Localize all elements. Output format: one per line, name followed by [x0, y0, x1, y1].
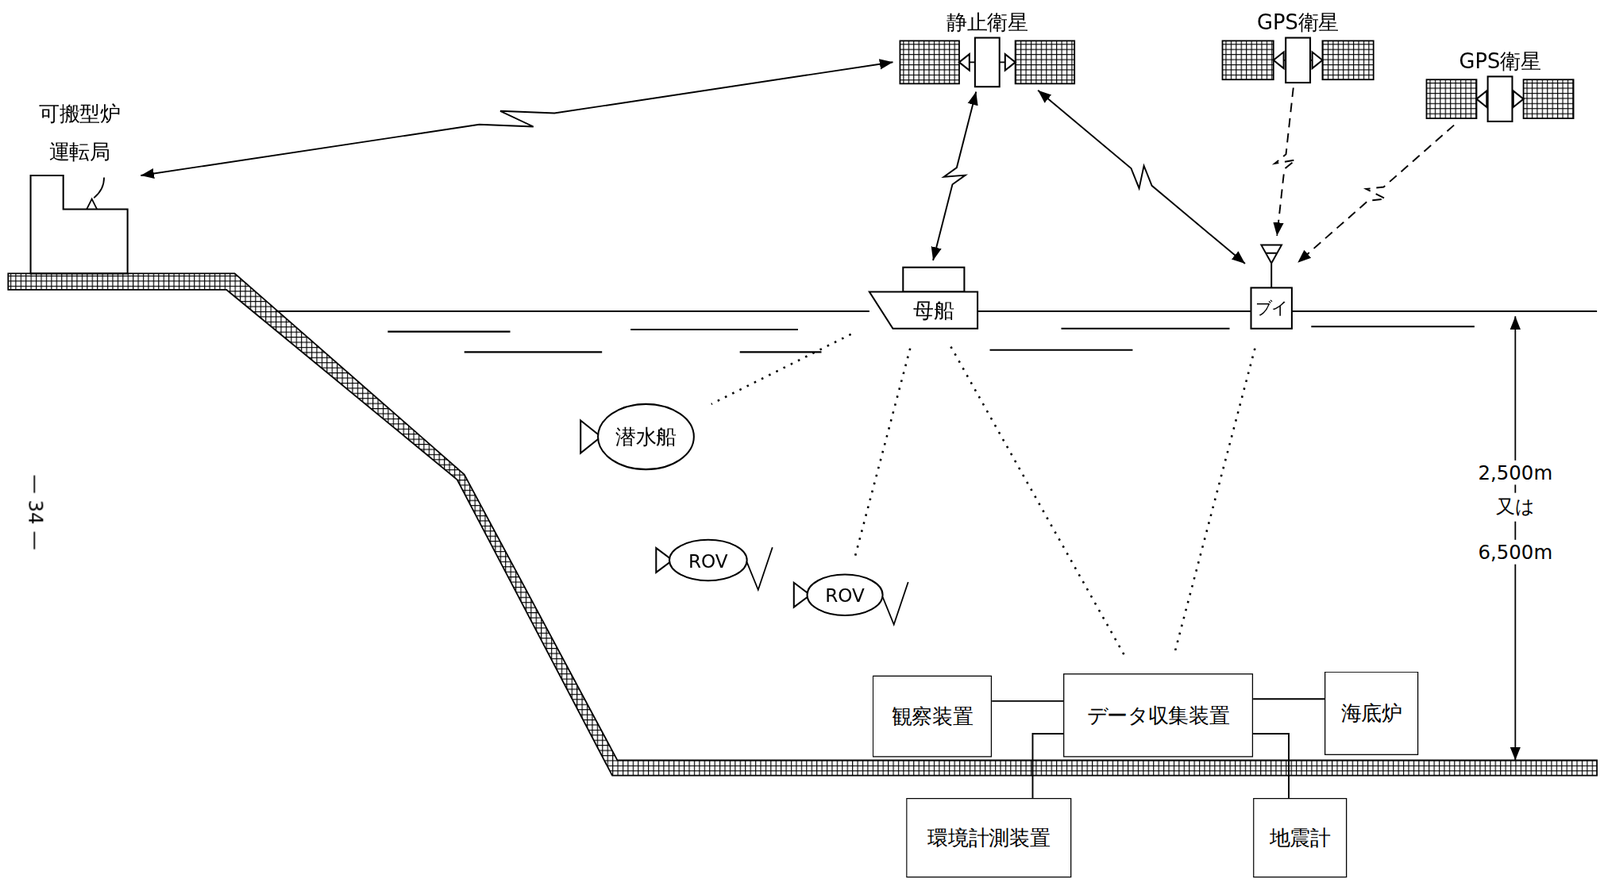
depth-label: 6,500m [1473, 539, 1557, 565]
text-area: ROV [805, 573, 884, 617]
sat-node: GPS衛星 [1220, 7, 1376, 84]
cable-line [991, 700, 1064, 702]
acoustic-link [1173, 348, 1255, 656]
buoy-node: ブイ [1249, 240, 1295, 331]
equipment-box: 観察装置 [872, 675, 992, 758]
node-label: 潜水船 [615, 423, 677, 452]
radio-link [1297, 125, 1454, 263]
acoustic-link [711, 334, 852, 405]
node-label: 地震計 [1269, 824, 1331, 853]
text-area: ROV [668, 539, 748, 583]
node-label: 観察装置 [891, 702, 974, 731]
depth-label: 2,500m [1473, 460, 1557, 486]
node-label: ブイ [1255, 297, 1288, 320]
cable-line [1253, 733, 1289, 799]
radio-link [140, 61, 893, 176]
text-area: データ収集装置 [1064, 674, 1252, 756]
rov-node: ROV [668, 539, 748, 583]
acoustic-link [950, 346, 1126, 658]
node-label: データ収集装置 [1087, 701, 1230, 729]
depth-label: 又は [1492, 493, 1539, 522]
depth-dimension [1515, 316, 1516, 760]
equipment-box: 海底炉 [1324, 671, 1419, 756]
page-number: — 34 — [23, 470, 49, 555]
text-area: 地震計 [1253, 798, 1346, 877]
building-node: 可搬型炉 運転局 [22, 93, 137, 276]
radio-link [1037, 90, 1246, 264]
sat-node: 静止衛星 [898, 7, 1077, 88]
node-label: 母船 [913, 296, 954, 324]
ship-node: 母船 [867, 265, 980, 331]
ground-section [7, 273, 1597, 775]
text-area: 海底炉 [1325, 672, 1418, 755]
text-area: 環境計測装置 [906, 798, 1071, 877]
node-label: ROV [825, 584, 865, 606]
text-area: ブイ [1251, 287, 1292, 328]
text-area: GPS衛星 [1410, 46, 1590, 76]
node-label: GPS衛星 [1458, 47, 1541, 76]
cable-line [1033, 733, 1065, 799]
text-area: 母船 [890, 292, 979, 329]
cable-line [1253, 697, 1325, 700]
node-label: 海底炉 [1341, 699, 1403, 728]
node-label: 静止衛星 [946, 8, 1029, 37]
equipment-box: 地震計 [1253, 798, 1347, 878]
rov-node: ROV [805, 573, 884, 617]
sat-node: GPS衛星 [1424, 46, 1576, 123]
text-area: 静止衛星 [883, 7, 1092, 37]
node-label: 可搬型炉 運転局 [33, 93, 126, 172]
sub-node: 潜水船 [597, 403, 695, 471]
node-label: GPS衛星 [1256, 8, 1339, 37]
radio-link [1274, 87, 1296, 236]
buoy-outline [1249, 240, 1295, 331]
text-area: GPS衛星 [1206, 7, 1390, 37]
radio-link [933, 91, 976, 260]
text-area: 可搬型炉 運転局 [33, 93, 126, 172]
node-label: 環境計測装置 [927, 824, 1050, 853]
text-area: 観察装置 [873, 676, 991, 756]
acoustic-link [855, 348, 910, 556]
equipment-box: データ収集装置 [1063, 673, 1254, 757]
text-area: 潜水船 [597, 403, 695, 471]
node-label: ROV [688, 549, 729, 571]
equipment-box: 環境計測装置 [906, 798, 1072, 878]
